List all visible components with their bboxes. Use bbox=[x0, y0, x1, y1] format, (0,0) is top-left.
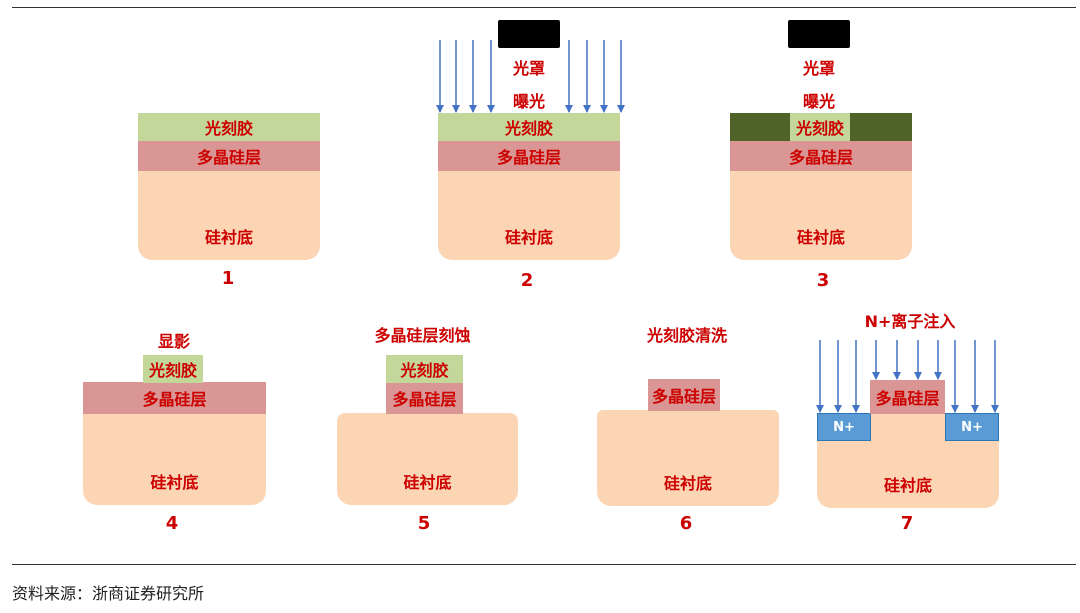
p6-substrate-label: 硅衬底 bbox=[663, 474, 712, 493]
p7-n-plus-right: N+ bbox=[945, 413, 999, 441]
source-note: 资料来源：浙商证券研究所 bbox=[12, 584, 205, 603]
p1-photoresist: 光刻胶 bbox=[138, 113, 320, 141]
p7-n-plus-right-label: N+ bbox=[961, 419, 983, 435]
p5-substrate-label: 硅衬底 bbox=[403, 473, 452, 492]
p3-mask-label: 光罩 bbox=[802, 59, 835, 78]
p4-substrate: 硅衬底 bbox=[83, 413, 266, 505]
p6-polysilicon: 多晶硅层 bbox=[648, 379, 720, 411]
p2-photomask bbox=[498, 20, 560, 48]
p2-polysilicon-label: 多晶硅层 bbox=[496, 147, 561, 167]
p2-mask-label: 光罩 bbox=[512, 59, 545, 78]
step-5-number: 5 bbox=[417, 513, 431, 534]
p1-polysilicon-label: 多晶硅层 bbox=[196, 147, 261, 167]
p4-photoresist-label: 光刻胶 bbox=[148, 361, 197, 380]
caption-develop: 显影 bbox=[157, 332, 190, 351]
p3-exposed-resist-left bbox=[730, 113, 790, 141]
p3-polysilicon-label: 多晶硅层 bbox=[788, 147, 853, 167]
p3-polysilicon: 多晶硅层 bbox=[730, 140, 912, 171]
step-1-number: 1 bbox=[221, 268, 235, 289]
p3-exposure-label: 曝光 bbox=[802, 92, 835, 111]
p3-substrate: 硅衬底 bbox=[730, 170, 912, 260]
top-rule bbox=[12, 7, 1076, 8]
p4-polysilicon-label: 多晶硅层 bbox=[142, 390, 207, 409]
p2-polysilicon: 多晶硅层 bbox=[438, 140, 620, 171]
p7-n-plus-left: N+ bbox=[817, 413, 871, 441]
p2-substrate-label: 硅衬底 bbox=[504, 228, 553, 247]
caption-resist-clean: 光刻胶清洗 bbox=[646, 326, 727, 345]
step-6-number: 6 bbox=[679, 513, 693, 534]
p4-substrate-label: 硅衬底 bbox=[150, 473, 199, 492]
p5-photoresist-label: 光刻胶 bbox=[400, 361, 449, 380]
p7-polysilicon-label: 多晶硅层 bbox=[875, 389, 940, 408]
p1-substrate-label: 硅衬底 bbox=[204, 228, 253, 247]
p1-substrate: 硅衬底 bbox=[138, 170, 320, 260]
p3-photomask bbox=[788, 20, 850, 48]
p7-n-plus-left-label: N+ bbox=[833, 419, 855, 435]
p2-exposure-label: 曝光 bbox=[512, 92, 545, 111]
p3-substrate-label: 硅衬底 bbox=[796, 228, 845, 247]
p5-polysilicon-label: 多晶硅层 bbox=[392, 390, 457, 409]
step-3-number: 3 bbox=[816, 270, 830, 291]
p5-substrate: 硅衬底 bbox=[337, 413, 518, 505]
p6-polysilicon-label: 多晶硅层 bbox=[651, 387, 716, 406]
p1-polysilicon: 多晶硅层 bbox=[138, 140, 320, 171]
p3-photoresist-label: 光刻胶 bbox=[795, 119, 844, 138]
p2-photoresist-label: 光刻胶 bbox=[504, 119, 553, 138]
p3-exposed-resist-right bbox=[850, 113, 912, 141]
p7-substrate-label: 硅衬底 bbox=[883, 476, 932, 495]
p7-polysilicon: 多晶硅层 bbox=[870, 380, 945, 414]
step-2-number: 2 bbox=[520, 270, 534, 291]
p3-photoresist: 光刻胶 bbox=[790, 113, 850, 141]
p2-photoresist: 光刻胶 bbox=[438, 113, 620, 141]
caption-poly-etch: 多晶硅层刻蚀 bbox=[374, 326, 471, 345]
p6-substrate: 硅衬底 bbox=[597, 410, 779, 506]
p2-substrate: 硅衬底 bbox=[438, 170, 620, 260]
p5-polysilicon: 多晶硅层 bbox=[386, 382, 463, 414]
step-7-number: 7 bbox=[900, 513, 914, 534]
p5-photoresist: 光刻胶 bbox=[386, 355, 463, 383]
p4-photoresist: 光刻胶 bbox=[143, 355, 203, 383]
bottom-rule bbox=[12, 564, 1076, 565]
p1-photoresist-label: 光刻胶 bbox=[204, 119, 253, 138]
step-4-number: 4 bbox=[165, 513, 179, 534]
p4-polysilicon: 多晶硅层 bbox=[83, 382, 266, 414]
caption-ion-implant: N+离子注入 bbox=[864, 312, 956, 331]
